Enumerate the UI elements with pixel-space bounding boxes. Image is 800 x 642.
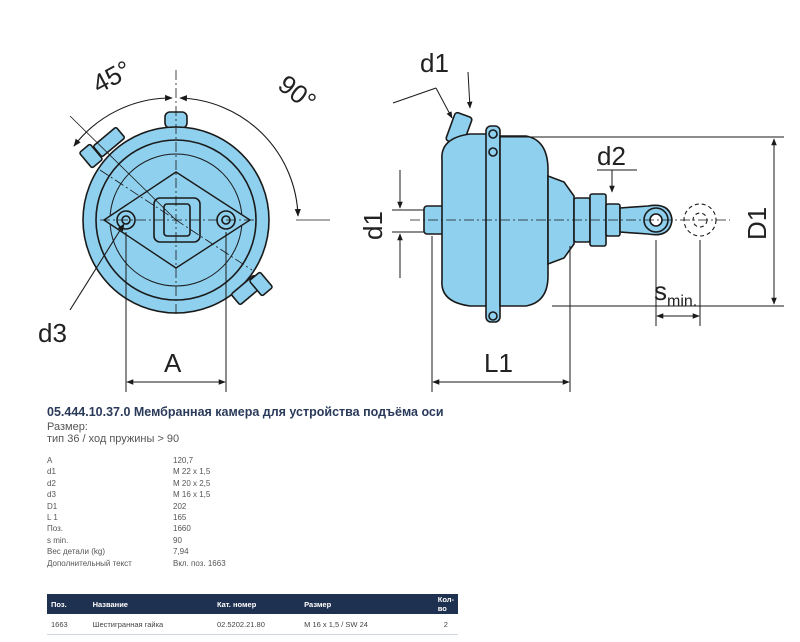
size-label: Размер: [47,421,88,433]
spec-label: d3 [47,490,56,500]
spec-label: A [47,456,53,465]
d1-top-label: d1 [420,48,449,78]
header-qty: Кол-во [433,594,458,614]
parts-table-header: Поз. Название Кат. номер Размер Кол-во [47,594,458,614]
spec-value: 1660 [173,524,191,534]
header-name: Название [88,594,213,614]
spec-value: 120,7 [173,456,194,465]
spec-row-s-min: s min. 90 [47,536,347,547]
spec-row-d2: d2 M 20 x 2,5 [47,479,347,490]
s-label: s [654,276,667,306]
dim-L1 [431,236,571,392]
dim-a [125,232,227,392]
table-row: 1663 Шестигранная гайка 02.5202.21.80 M … [47,614,458,635]
dim-d2 [597,169,637,193]
spec-label: Дополнительный текст [47,558,132,568]
spec-label: d1 [47,467,56,477]
spec-value: 90 [173,535,182,545]
spec-label: d2 [47,478,56,488]
dim-d1-left [392,170,424,278]
flange-bolt-top [488,129,498,139]
spec-row-a: A 120,7 [47,456,347,467]
spec-row-d1: d1 M 22 x 1,5 [47,467,347,478]
cell-size: M 16 x 1,5 / SW 24 [300,614,434,635]
cell-cat: 02.5202.21.80 [212,614,301,635]
cell-name: Шестигранная гайка [88,614,213,635]
spec-row-d3: d3 M 16 x 1,5 [47,490,347,501]
front-view [79,70,273,316]
spec-row-weight: Вес детали (kg) 7,94 [47,547,347,558]
spec-label: L 1 [47,513,58,522]
spec-value: M 16 x 1,5 [173,490,211,500]
s-min-label: smin. [654,276,697,310]
dim-s-min [655,240,701,326]
size-value: тип 36 / ход пружины > 90 [47,433,180,445]
angle-90-label: 90° [273,69,322,117]
D1-label: D1 [742,207,772,240]
d3-leader [69,223,125,311]
clamp-bolt-lower-right [231,271,273,305]
chamber-front-half [499,135,549,307]
spec-label: D1 [47,501,58,511]
spec-value: 202 [173,501,187,511]
d1-left-label: d1 [358,211,388,240]
angle-45-label: 45° [87,54,136,99]
d3-label: d3 [38,318,67,348]
spec-label: Вес детали (kg) [47,547,106,557]
spec-value: M 22 x 1,5 [173,467,211,477]
a-label: A [164,348,182,378]
spec-value: 165 [173,513,187,522]
d2-label: d2 [597,141,626,171]
angle-dimensions [69,94,330,221]
cell-pos: 1663 [47,614,89,635]
spec-value: 7,94 [173,547,189,557]
spec-label: Поз. [47,524,63,534]
spec-row-L1: L 1 165 [47,513,347,524]
spec-value: M 20 x 2,5 [173,478,211,488]
cell-qty: 2 [433,614,458,635]
spec-row-pos: Поз. 1660 [47,524,347,535]
L1-label: L1 [484,348,513,378]
product-title: 05.444.10.37.0 Мембранная камера для уст… [47,405,444,419]
spec-label: s min. [47,535,69,545]
flange-bolt-bottom [488,311,498,321]
spec-row-extra-text: Дополнительный текст Вкл. поз. 1663 [47,559,347,570]
s-min-sub: min. [667,293,697,310]
header-cat: Кат. номер [212,594,301,614]
header-size: Размер [300,594,434,614]
parts-table: Поз. Название Кат. номер Размер Кол-во 1… [47,594,458,635]
dim-d1-top [392,71,473,119]
technical-drawing: 45° 90° d3 A [38,48,784,392]
spec-value: Вкл. поз. 1663 [173,558,226,568]
dim-D1 [500,136,784,307]
spec-row-D1: D1 202 [47,502,347,513]
side-view [423,111,673,323]
header-pos: Поз. [47,594,89,614]
